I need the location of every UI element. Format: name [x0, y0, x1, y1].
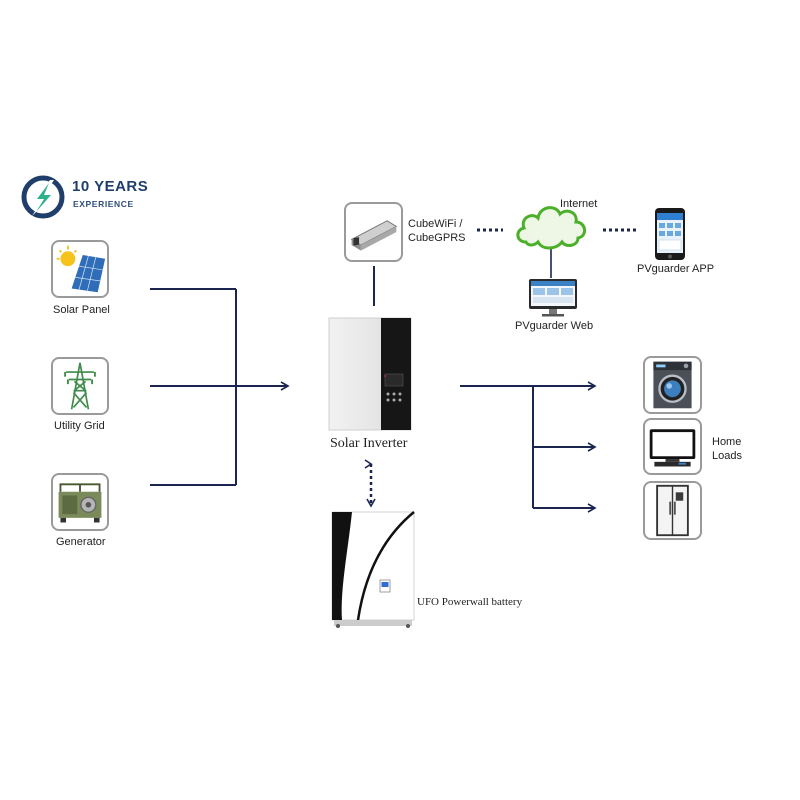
generator-tile [51, 473, 109, 531]
washing-machine-icon [653, 361, 692, 409]
generator-icon [58, 483, 102, 523]
internet-cloud-icon [516, 206, 586, 250]
cubewifi-tile [344, 202, 403, 262]
powerwall-battery-icon [331, 511, 415, 628]
solar-panel-icon [56, 245, 106, 293]
fridge-tile [643, 481, 702, 540]
loads-label: Loads [712, 450, 742, 462]
logo: 10 YEARS EXPERIENCE [20, 172, 148, 222]
refrigerator-icon [656, 484, 689, 537]
internet-label: Internet [560, 198, 598, 210]
tv-icon [649, 429, 696, 467]
monitor-icon [529, 279, 577, 317]
logo-years: 10 YEARS [72, 178, 149, 195]
battery-label: UFO Powerwall battery [417, 596, 523, 608]
solar-panel-label: Solar Panel [53, 304, 110, 316]
lightning-bolt-circle-icon [21, 175, 65, 219]
logo-experience: EXPERIENCE [73, 199, 134, 209]
solar-panel-tile [51, 240, 109, 298]
pvguarder-app-label: PVguarder APP [637, 263, 715, 275]
solar-inverter-icon [328, 317, 412, 431]
washing-machine-tile [643, 356, 702, 414]
pvguarder-web-label: PVguarder Web [515, 320, 594, 332]
wifi-dongle-icon [350, 220, 398, 251]
transmission-tower-icon [64, 362, 96, 410]
home-label: Home [712, 436, 742, 448]
cubewifi-label: CubeWiFi / [408, 218, 463, 230]
generator-label: Generator [56, 536, 106, 548]
smartphone-icon [655, 208, 685, 260]
cubegprs-label: CubeGPRS [408, 232, 466, 244]
utility-grid-tile [51, 357, 109, 415]
tv-tile [643, 418, 702, 475]
utility-grid-label: Utility Grid [54, 420, 105, 432]
solar-inverter-label: Solar Inverter [330, 436, 408, 451]
